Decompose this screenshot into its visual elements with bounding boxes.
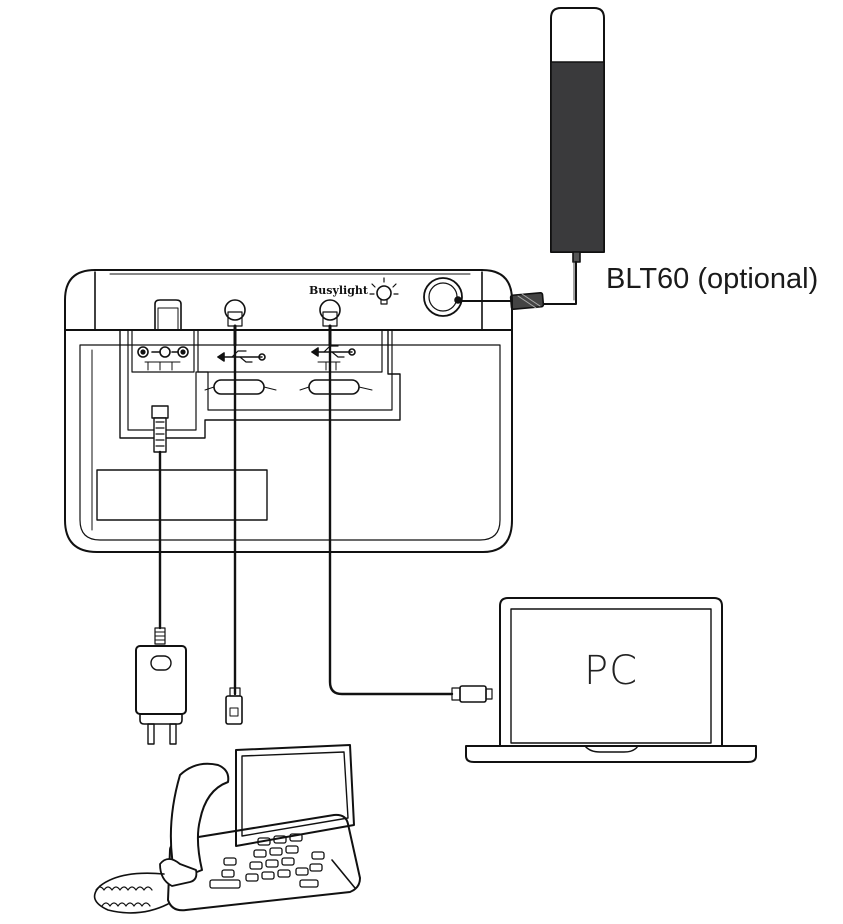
busylight-label: Busylight xyxy=(309,284,369,297)
power-cable xyxy=(151,405,169,645)
desk-phone xyxy=(93,744,361,914)
usb-symbol-left xyxy=(217,350,266,363)
usb-cable-phone xyxy=(225,311,243,725)
lightbulb-icon xyxy=(369,277,399,305)
dc-port-symbol xyxy=(137,346,189,358)
blt60-busylight xyxy=(461,7,605,311)
base-unit xyxy=(64,269,513,553)
usb-cable-pc xyxy=(322,311,493,703)
phone-keypad xyxy=(209,833,325,889)
blt60-label: BLT60 (optional) xyxy=(606,263,819,295)
power-adapter xyxy=(135,645,187,745)
laptop-pc xyxy=(465,597,757,763)
pc-label: PC xyxy=(584,648,639,694)
usb-symbol-right xyxy=(311,345,356,358)
